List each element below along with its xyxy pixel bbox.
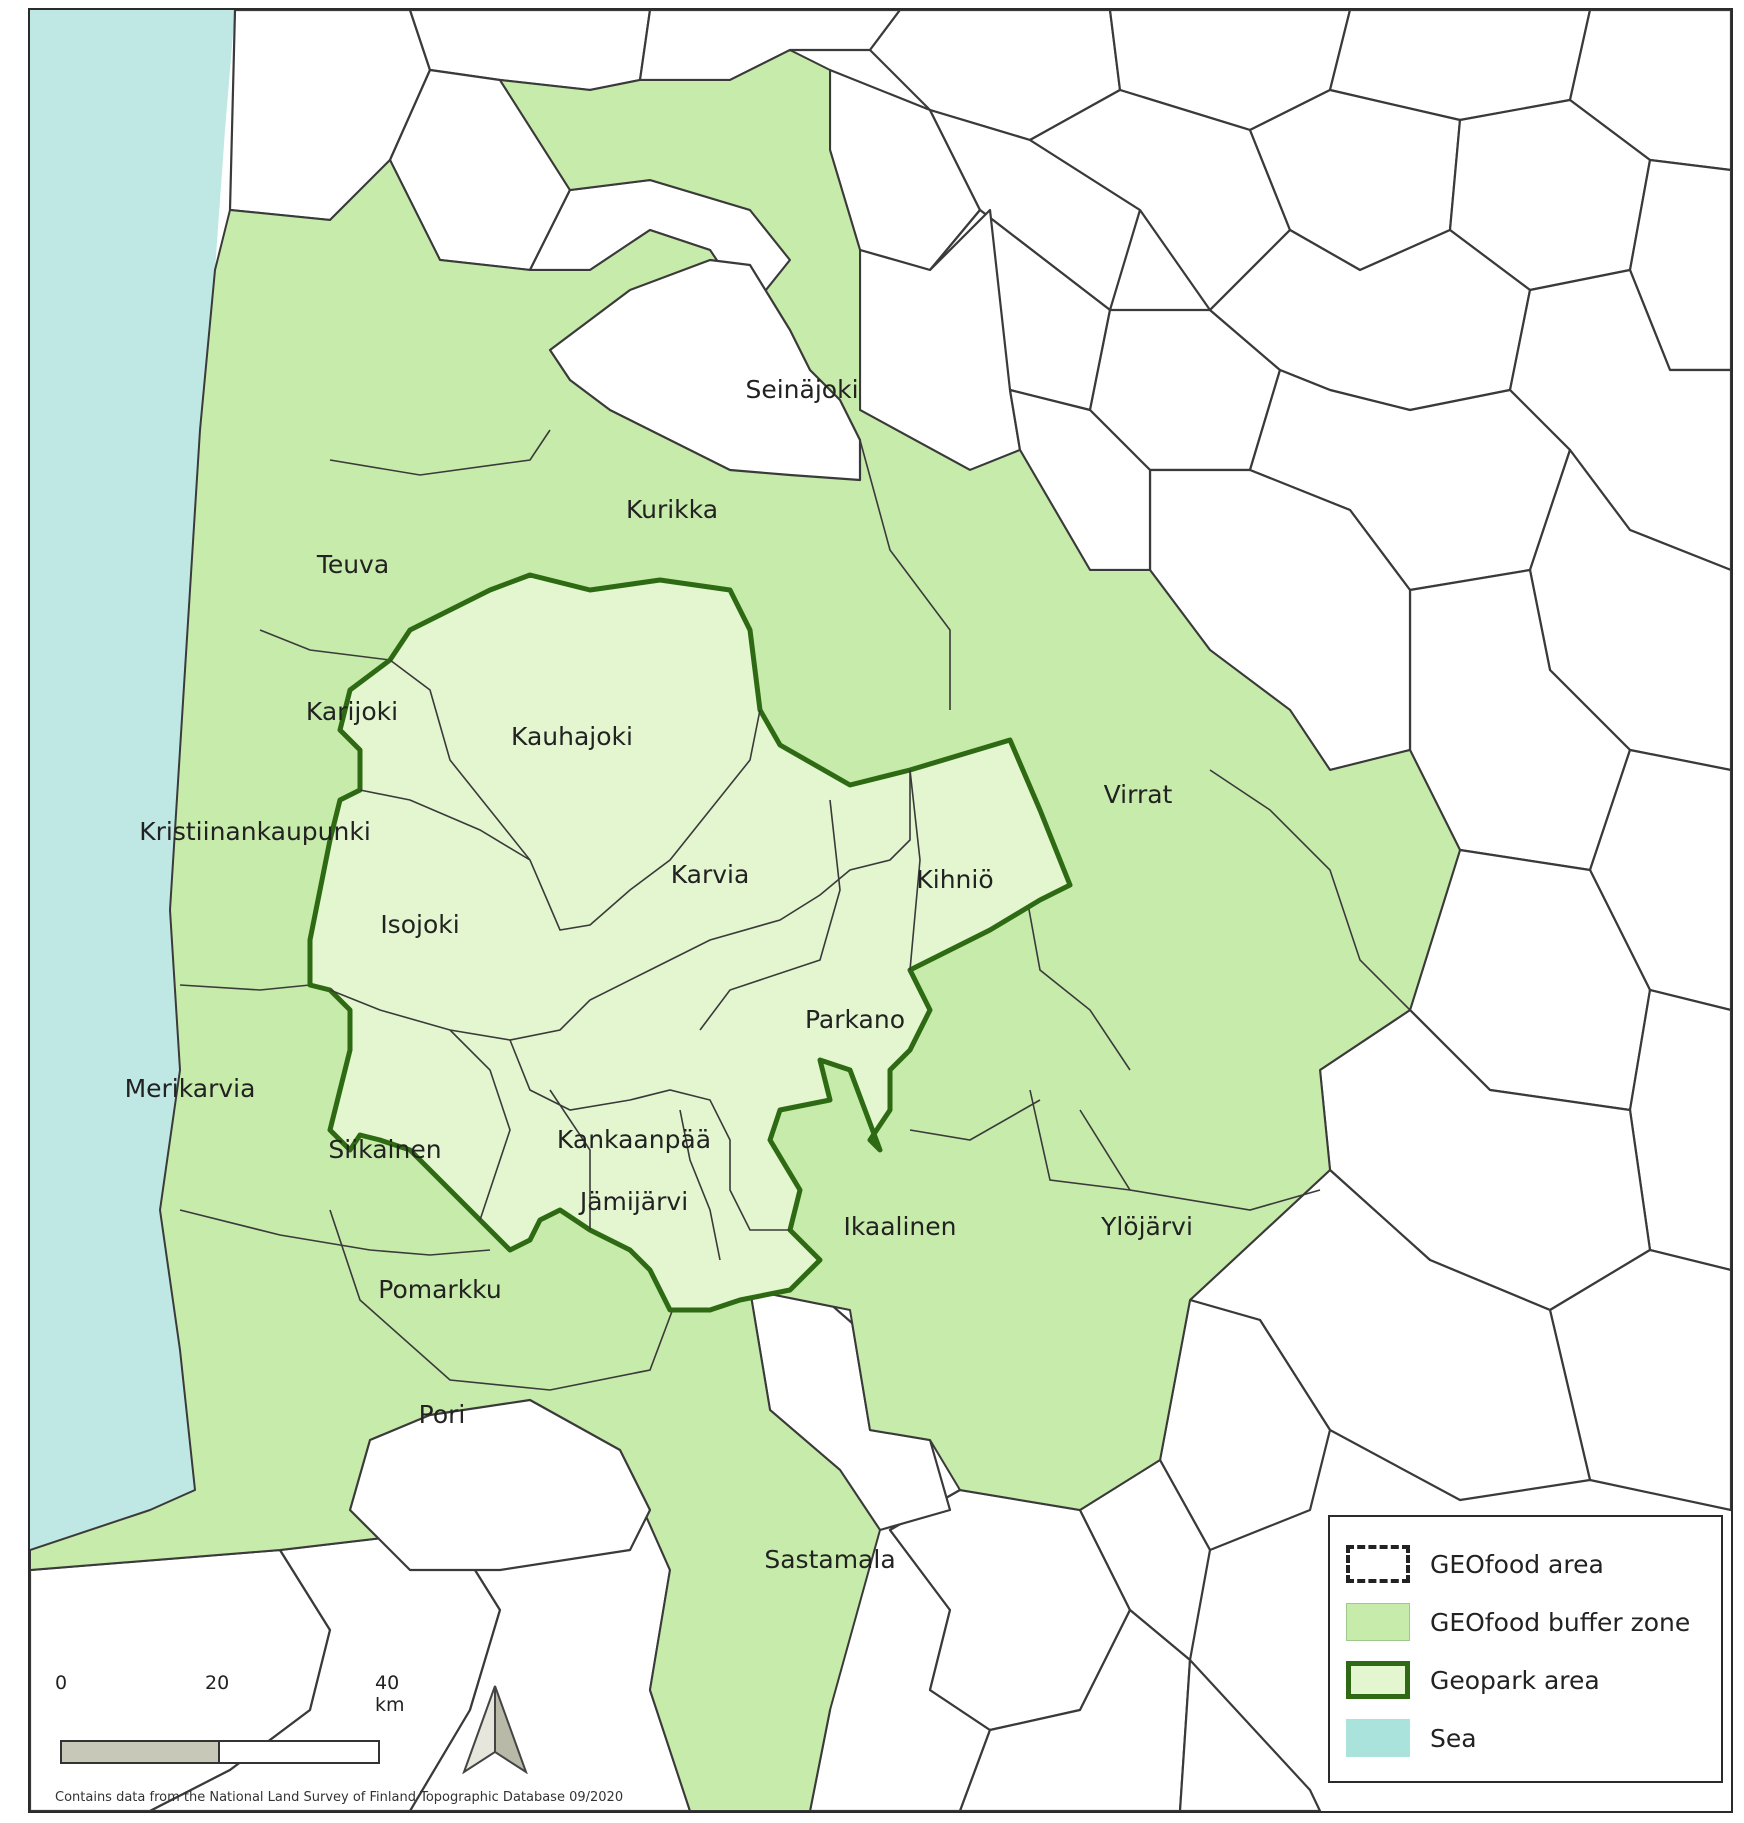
legend-swatch-buffer-zone <box>1346 1603 1410 1641</box>
attribution-text: Contains data from the National Land Sur… <box>55 1790 624 1805</box>
label-teuva: Teuva <box>316 550 389 579</box>
label-kristiinankaupunki: Kristiinankaupunki <box>139 817 371 846</box>
label-isojoki: Isojoki <box>380 910 459 939</box>
label-virrat: Virrat <box>1104 780 1173 809</box>
label-sastamala: Sastamala <box>764 1545 895 1574</box>
map-canvas: Seinäjoki Kurikka Teuva Karijoki Kauhajo… <box>30 10 1731 1811</box>
legend-swatch-sea <box>1346 1719 1410 1757</box>
label-pori: Pori <box>419 1400 466 1429</box>
north-arrow-icon <box>462 1685 528 1774</box>
geopark-internal-boundaries <box>329 659 921 1261</box>
label-pomarkku: Pomarkku <box>378 1275 501 1304</box>
label-kankaanpaa: Kankaanpää <box>557 1125 711 1154</box>
legend-row-geofood-area: GEOfood area <box>1346 1541 1604 1587</box>
scale-label-40: 40 km <box>375 1672 405 1716</box>
scale-label-20: 20 <box>205 1672 230 1694</box>
label-ikaalinen: Ikaalinen <box>843 1212 956 1241</box>
label-parkano: Parkano <box>805 1005 905 1034</box>
legend-label-sea: Sea <box>1430 1723 1477 1753</box>
pori-area <box>348 1398 652 1572</box>
label-siikainen: Siikainen <box>328 1135 441 1164</box>
geopark-area <box>307 572 1073 1313</box>
label-karvia: Karvia <box>671 860 750 889</box>
legend-label-buffer-zone: GEOfood buffer zone <box>1430 1607 1691 1637</box>
label-kurikka: Kurikka <box>626 495 718 524</box>
label-seinajoki: Seinäjoki <box>745 375 858 404</box>
label-merikarvia: Merikarvia <box>125 1074 256 1103</box>
legend-row-sea: Sea <box>1346 1715 1477 1761</box>
legend-label-geopark-area: Geopark area <box>1430 1665 1600 1695</box>
legend-row-geopark-area: Geopark area <box>1346 1657 1600 1703</box>
label-kauhajoki: Kauhajoki <box>511 722 633 751</box>
scale-segment-empty <box>218 1740 380 1764</box>
legend-label-geofood-area: GEOfood area <box>1430 1549 1604 1579</box>
label-karijoki: Karijoki <box>306 697 398 726</box>
legend-swatch-geofood-area <box>1346 1545 1410 1583</box>
label-kihnio: Kihniö <box>916 865 993 894</box>
map-legend: GEOfood area GEOfood buffer zone Geopark… <box>1328 1515 1723 1783</box>
legend-swatch-geopark-area <box>1346 1661 1410 1699</box>
legend-row-buffer-zone: GEOfood buffer zone <box>1346 1599 1690 1645</box>
sea-area <box>30 10 235 1811</box>
label-ylojarvi: Ylöjärvi <box>1100 1212 1193 1241</box>
scale-segment-filled <box>60 1740 220 1764</box>
map-frame: Seinäjoki Kurikka Teuva Karijoki Kauhajo… <box>28 8 1733 1813</box>
scale-label-0: 0 <box>55 1672 68 1694</box>
buffer-internal-boundaries <box>179 429 1411 1391</box>
label-jamijarvi: Jämijärvi <box>578 1187 688 1216</box>
municipality-labels: Seinäjoki Kurikka Teuva Karijoki Kauhajo… <box>125 375 1193 1574</box>
surrounding-municipalities <box>30 10 1731 1811</box>
